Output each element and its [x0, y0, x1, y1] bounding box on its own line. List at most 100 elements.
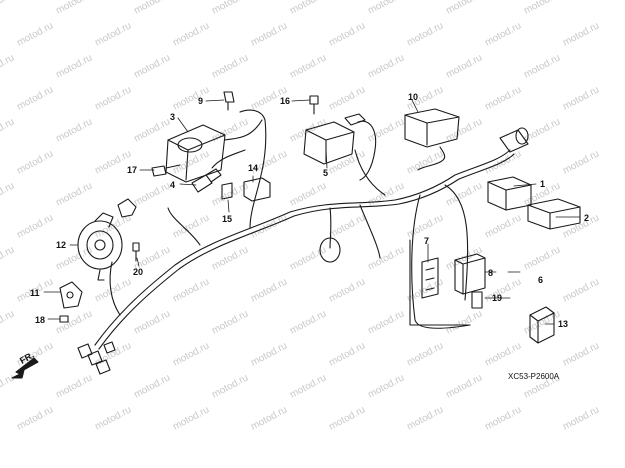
watermark-text: motod.ru — [132, 0, 172, 17]
watermark-text: motod.ru — [561, 340, 601, 368]
watermark-text: motod.ru — [93, 20, 133, 48]
watermark-text: motod.ru — [483, 404, 523, 432]
watermark-text: motod.ru — [366, 372, 406, 400]
leader-lines — [43, 99, 581, 325]
watermark-text: motod.ru — [522, 308, 562, 336]
watermark-text: motod.ru — [171, 84, 211, 112]
watermark-text: motod.ru — [561, 404, 601, 432]
watermark-text: motod.ru — [288, 244, 328, 272]
watermark-text: motod.ru — [0, 308, 16, 336]
watermark-text: motod.ru — [522, 116, 562, 144]
watermark-text: motod.ru — [54, 372, 94, 400]
watermark-text: motod.ru — [483, 84, 523, 112]
callout-20: 20 — [133, 267, 143, 277]
bracket-11-part — [59, 281, 83, 309]
watermark-text: motod.ru — [171, 404, 211, 432]
bolt-17-part — [151, 164, 181, 177]
watermark-text: motod.ru — [444, 0, 484, 17]
callout-15: 15 — [222, 214, 232, 224]
watermark-text: motod.ru — [327, 276, 367, 304]
callout-8: 8 — [488, 268, 493, 278]
watermark-text: motod.ru — [366, 116, 406, 144]
watermark-text: motod.ru — [171, 276, 211, 304]
watermark-layer: motod.ru motod.ru motod.ru motod.ru motod.ru… — [0, 0, 601, 433]
watermark-text: motod.ru — [483, 276, 523, 304]
watermark-text: motod.ru — [366, 308, 406, 336]
bolt-18-part — [59, 315, 69, 323]
watermark-text: motod.ru — [132, 116, 172, 144]
watermark-text: motod.ru — [132, 372, 172, 400]
callout-17: 17 — [127, 165, 137, 175]
watermark-text: motod.ru — [444, 308, 484, 336]
watermark-text: motod.ru — [405, 340, 445, 368]
watermark-text: motod.ru — [0, 116, 16, 144]
watermark-text: motod.ru — [522, 52, 562, 80]
watermark-text: motod.ru — [171, 212, 211, 240]
watermark-text: motod.ru — [444, 52, 484, 80]
watermark-text: motod.ru — [15, 20, 55, 48]
flasher-relay-part — [527, 198, 581, 230]
watermark-text: motod.ru — [288, 0, 328, 17]
callout-18: 18 — [35, 315, 45, 325]
watermark-text: motod.ru — [405, 20, 445, 48]
watermark-text: motod.ru — [54, 52, 94, 80]
watermark-text: motod.ru — [366, 244, 406, 272]
watermark-text: motod.ru — [561, 84, 601, 112]
regulator-rectifier-part — [303, 113, 377, 181]
relay-cylinder-part — [499, 127, 529, 153]
watermark-text: motod.ru — [405, 404, 445, 432]
callout-16: 16 — [280, 96, 290, 106]
screw-20-part — [132, 242, 140, 262]
watermark-text: motod.ru — [54, 180, 94, 208]
connector-13-part — [529, 306, 555, 344]
watermark-text: motod.ru — [15, 212, 55, 240]
watermark-text: motod.ru — [561, 148, 601, 176]
connector-15-part — [221, 182, 233, 200]
watermark-text: motod.ru — [171, 340, 211, 368]
watermark-text: motod.ru — [132, 52, 172, 80]
watermark-text: motod.ru — [132, 308, 172, 336]
watermark-text: motod.ru — [0, 244, 16, 272]
watermark-text: motod.ru — [405, 276, 445, 304]
callout-4: 4 — [170, 180, 175, 190]
watermark-text: motod.ru — [561, 276, 601, 304]
watermark-text: motod.ru — [15, 148, 55, 176]
watermark-text: motod.ru — [0, 0, 16, 17]
watermark-text: motod.ru — [288, 180, 328, 208]
callout-19: 19 — [492, 293, 502, 303]
spark-plug-cap-part — [191, 149, 246, 193]
callout-3: 3 — [170, 112, 175, 122]
fuse-box-part — [454, 253, 486, 295]
watermark-text: motod.ru — [249, 20, 289, 48]
watermark-text: motod.ru — [93, 84, 133, 112]
watermark-text: motod.ru — [561, 20, 601, 48]
callout-9: 9 — [198, 96, 203, 106]
callout-2: 2 — [584, 213, 589, 223]
harness-connector-cluster — [77, 341, 116, 375]
watermark-text: motod.ru — [483, 212, 523, 240]
callout-labels: 1 2 3 4 5 6 7 8 9 10 11 12 13 14 15 16 1… — [30, 92, 589, 329]
fuse-19-part — [471, 291, 483, 309]
watermark-text: motod.ru — [210, 308, 250, 336]
horn-bracket — [117, 198, 137, 218]
watermark-text: motod.ru — [288, 52, 328, 80]
relay-14-part — [243, 177, 271, 202]
watermark-text: motod.ru — [483, 340, 523, 368]
watermark-text: motod.ru — [444, 244, 484, 272]
watermark-text: motod.ru — [522, 244, 562, 272]
watermark-text: motod.ru — [522, 0, 562, 17]
callout-7: 7 — [424, 236, 429, 246]
watermark-text: motod.ru — [54, 0, 94, 17]
watermark-text: motod.ru — [249, 276, 289, 304]
direction-arrow-icon — [11, 357, 39, 379]
watermark-text: motod.ru — [327, 404, 367, 432]
callout-10: 10 — [408, 92, 418, 102]
callout-6: 6 — [538, 275, 543, 285]
starter-relay-part — [487, 176, 532, 211]
watermark-text: motod.ru — [210, 372, 250, 400]
watermark-text: motod.ru — [366, 52, 406, 80]
callout-1: 1 — [540, 179, 545, 189]
watermark-text: motod.ru — [366, 0, 406, 17]
